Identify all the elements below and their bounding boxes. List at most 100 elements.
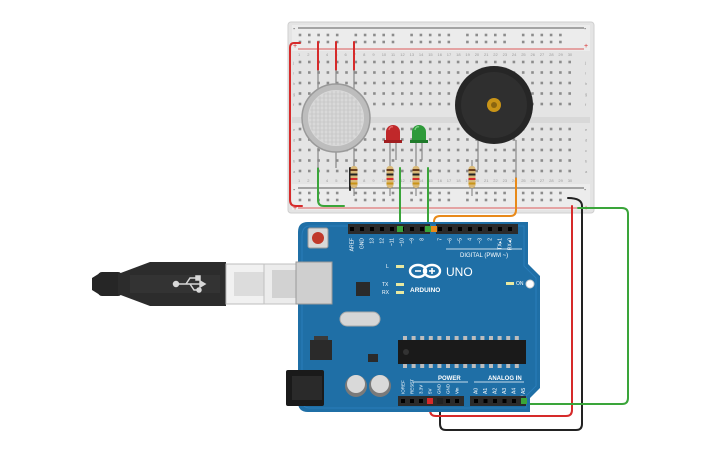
reset-button[interactable] [307, 227, 329, 249]
rail-hole [494, 33, 497, 37]
gas-sensor [301, 70, 371, 168]
breadboard-hole [512, 60, 516, 64]
rail-hole [391, 40, 395, 44]
breadboard-hole [568, 81, 571, 85]
breadboard-hole [521, 169, 525, 173]
column-number-top: 16 [438, 52, 443, 57]
breadboard-hole [382, 102, 385, 106]
breadboard-hole [503, 60, 506, 64]
row-letter-left: h [293, 81, 295, 86]
breadboard-hole [419, 159, 423, 162]
rail-hole [419, 191, 423, 195]
digital-pin-label: ~11 [390, 238, 396, 246]
column-number-top: 14 [419, 52, 424, 57]
breadboard-hole [531, 169, 534, 173]
breadboard-hole [559, 92, 562, 95]
rail-hole [503, 198, 506, 202]
breadboard-hole [391, 102, 395, 106]
breadboard-hole [373, 169, 376, 173]
rail-hole [373, 33, 376, 37]
breadboard-hole [456, 138, 460, 141]
breadboard-hole [438, 169, 441, 173]
breadboard-hole [326, 159, 330, 162]
digital-pin-label: RX◂0 [508, 238, 514, 250]
breadboard-hole [456, 159, 460, 162]
breadboard-hole [540, 71, 544, 74]
breadboard-hole [345, 169, 348, 173]
breadboard-hole [298, 92, 302, 95]
breadboard-hole [494, 159, 497, 162]
breadboard-hole [363, 148, 367, 152]
breadboard-hole [298, 102, 302, 106]
resistor-led-green [412, 160, 420, 196]
breadboard-hole [373, 148, 376, 152]
breadboard-hole [438, 148, 441, 152]
breadboard-hole [521, 60, 525, 64]
breadboard-hole [410, 102, 413, 106]
breadboard-hole [568, 92, 571, 95]
wire-green-a5 [525, 207, 629, 405]
header-pin [512, 399, 516, 403]
header-pin [380, 227, 384, 231]
breadboard-hole [308, 81, 311, 85]
breadboard-hole [549, 102, 553, 106]
breadboard-hole [401, 138, 404, 141]
breadboard-hole [363, 71, 367, 74]
column-number-top: 29 [558, 52, 563, 57]
breadboard-hole [540, 169, 544, 173]
breadboard-hole [354, 60, 358, 64]
breadboard-hole [549, 159, 553, 162]
rail-hole [308, 40, 311, 44]
breadboard-hole [466, 159, 469, 162]
rail-hole [428, 191, 432, 195]
wire-black-gnd [439, 197, 583, 431]
row-letter-right: j [584, 60, 586, 65]
row-letter-right: f [585, 102, 587, 107]
breadboard-hole [521, 148, 525, 152]
column-number-bottom: 16 [438, 178, 443, 183]
breadboard-hole [512, 159, 516, 162]
breadboard-hole [335, 159, 339, 162]
row-letter-left: e [293, 127, 296, 132]
rail-hole [531, 191, 534, 195]
breadboard-center-channel [292, 117, 590, 123]
header-pin [468, 227, 472, 231]
breadboard-hole [326, 60, 330, 64]
header-pin [370, 227, 374, 231]
breadboard-hole [447, 81, 451, 85]
wire-green-sensor-rail [317, 167, 345, 207]
breadboard-hole [456, 71, 460, 74]
column-number-top: 13 [410, 52, 415, 57]
column-number-bottom: 25 [521, 178, 526, 183]
row-letter-left: i [293, 71, 294, 76]
rail-hole [447, 191, 451, 195]
breadboard-hole [308, 169, 311, 173]
breadboard-hole [447, 148, 451, 152]
wire-red-5v [429, 205, 573, 417]
breadboard-hole [363, 159, 367, 162]
rail-hole [308, 33, 311, 37]
breadboard-hole [559, 71, 562, 74]
breadboard-hole [559, 60, 562, 64]
breadboard-hole [438, 102, 441, 106]
breadboard-hole [540, 148, 544, 152]
rail-hole [503, 40, 506, 44]
breadboard-hole [428, 169, 432, 173]
rail-hole [335, 198, 339, 202]
column-number-top: 8 [363, 52, 366, 57]
breadboard-hole [382, 81, 385, 85]
rail-minus-label-top-right: - [584, 26, 587, 33]
rail-hole [354, 40, 358, 44]
breadboard-hole [531, 81, 534, 85]
analog-pin-label: A1 [483, 388, 489, 394]
breadboard-hole [438, 81, 441, 85]
top-power-rail [292, 25, 590, 51]
breadboard-hole [401, 159, 404, 162]
breadboard-hole [503, 148, 506, 152]
header-pin [446, 399, 450, 403]
digital-pin-label: TX▸1 [498, 238, 504, 250]
breadboard-hole [447, 127, 451, 131]
column-number-bottom: 23 [503, 178, 508, 183]
breadboard-hole [559, 169, 562, 173]
